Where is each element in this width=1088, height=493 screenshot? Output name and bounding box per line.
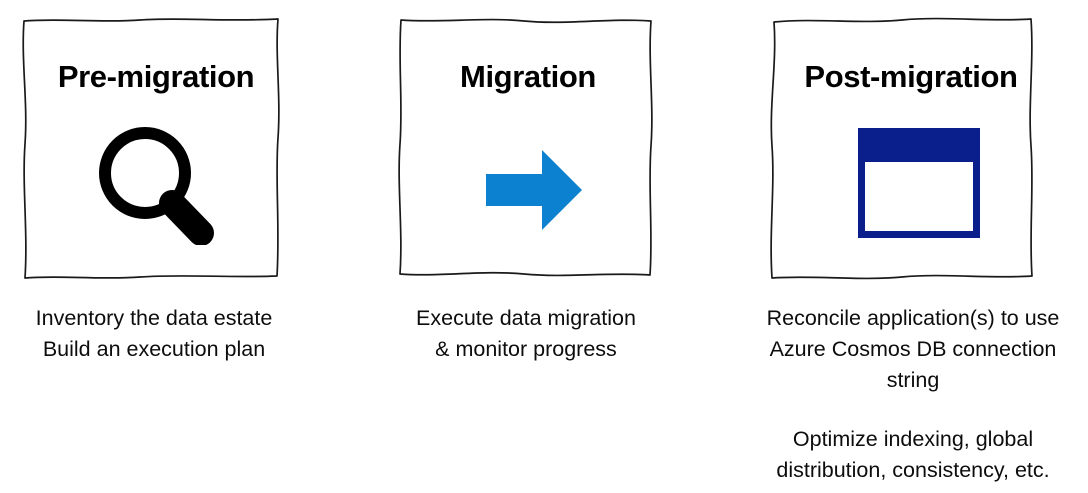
caption-post-migration: Reconcile application(s) to use Azure Co… bbox=[758, 303, 1068, 396]
panel-post-migration: Post-migration Reconcile application(s) … bbox=[748, 0, 1059, 493]
panel-title-pre-migration: Pre-migration bbox=[57, 59, 255, 94]
panel-migration: Migration Execute data migration & monit… bbox=[376, 0, 676, 493]
panel-title-post-migration: Post-migration bbox=[804, 59, 1018, 94]
caption-line: distribution, consistency, etc. bbox=[776, 458, 1050, 482]
sketch-box-migration bbox=[396, 16, 656, 280]
icon-slot-post-migration bbox=[748, 118, 1074, 248]
caption-line: string bbox=[886, 368, 940, 392]
sketch-box-pre-migration bbox=[20, 16, 282, 280]
right-arrow-icon bbox=[486, 150, 582, 230]
panel-pre-migration: Pre-migration Inventory the data estate … bbox=[0, 0, 300, 493]
icon-slot-pre-migration bbox=[0, 118, 306, 248]
icon-slot-migration bbox=[376, 140, 684, 240]
panel-title-migration: Migration bbox=[460, 59, 596, 94]
caption-line: Azure Cosmos DB connection bbox=[769, 337, 1057, 361]
application-window-icon bbox=[858, 128, 980, 238]
caption-line: Execute data migration bbox=[416, 306, 636, 330]
caption-pre-migration: Inventory the data estate Build an execu… bbox=[4, 303, 304, 365]
caption-line: & monitor progress bbox=[435, 337, 617, 361]
caption-migration: Execute data migration & monitor progres… bbox=[376, 303, 676, 365]
caption-line: Build an execution plan bbox=[42, 337, 266, 361]
magnifying-glass-icon bbox=[99, 127, 214, 245]
caption-extra-post-migration: Optimize indexing, global distribution, … bbox=[758, 424, 1068, 486]
caption-line: Inventory the data estate bbox=[35, 306, 273, 330]
caption-line: Optimize indexing, global bbox=[792, 427, 1034, 451]
caption-line: Reconcile application(s) to use bbox=[766, 306, 1060, 330]
